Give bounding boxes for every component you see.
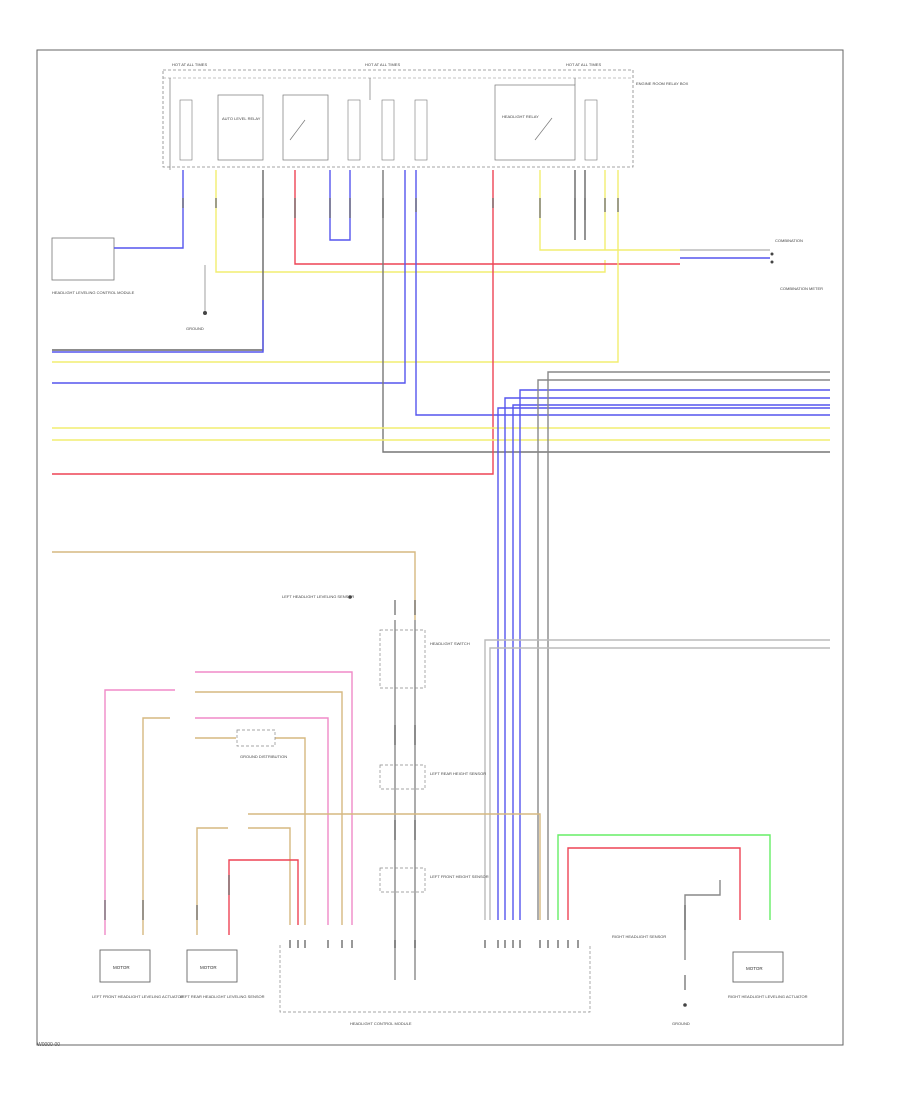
fuse-label-3: HOT AT ALL TIMES bbox=[566, 62, 601, 67]
rs-label: RIGHT HEADLIGHT SENSOR bbox=[612, 934, 666, 939]
center-components: HEADLIGHT SWITCH LEFT REAR HEIGHT SENSOR… bbox=[236, 594, 489, 893]
br-label: RIGHT HEADLIGHT LEVELING ACTUATOR bbox=[728, 994, 808, 999]
footer-code: W0000-00 bbox=[37, 1042, 61, 1048]
relay-box: HOT AT ALL TIMES HOT AT ALL TIMES HOT AT… bbox=[162, 62, 689, 170]
left-ground-label: GROUND bbox=[186, 326, 204, 331]
switch-top-label: HEADLIGHT SWITCH bbox=[430, 641, 470, 646]
motor-left: MOTOR LEFT FRONT HEADLIGHT LEVELING ACTU… bbox=[92, 949, 184, 999]
motor-right: MOTOR RIGHT HEADLIGHT LEVELING ACTUATOR bbox=[728, 951, 808, 999]
wires bbox=[52, 170, 830, 980]
relay-box-label: ENGINE ROOM RELAY BOX bbox=[636, 81, 689, 86]
bottom-control-module: HEADLIGHT CONTROL MODULE bbox=[279, 940, 591, 1026]
right-sensor: RIGHT HEADLIGHT SENSOR GROUND bbox=[612, 934, 690, 1026]
right-module-label-top: COMBINATION bbox=[775, 238, 803, 243]
motor-3-label: MOTOR bbox=[746, 966, 763, 971]
fuse-label-1: HOT AT ALL TIMES bbox=[172, 62, 207, 67]
ground-dist-label: GROUND DISTRIBUTION bbox=[240, 754, 287, 759]
left-module-label: HEADLIGHT LEVELING CONTROL MODULE bbox=[52, 290, 135, 295]
left-module: HEADLIGHT LEVELING CONTROL MODULE GROUND bbox=[51, 237, 207, 331]
relay-a-label: AUTO LEVEL RELAY bbox=[222, 116, 261, 121]
connector-stubs bbox=[104, 198, 686, 990]
switch-low-label: LEFT FRONT HEIGHT SENSOR bbox=[430, 874, 489, 879]
right-module: COMBINATION COMBINATION METER bbox=[770, 238, 823, 291]
motor-mid: MOTOR LEFT REAR HEADLIGHT LEVELING SENSO… bbox=[180, 949, 265, 999]
motor-2-label: MOTOR bbox=[200, 965, 217, 970]
diagram-frame bbox=[36, 49, 844, 1046]
right-module-label: COMBINATION METER bbox=[780, 286, 823, 291]
switch-mid-label: LEFT REAR HEIGHT SENSOR bbox=[430, 771, 486, 776]
ground-br-label: GROUND bbox=[672, 1021, 690, 1026]
bottom-ctrl-label: HEADLIGHT CONTROL MODULE bbox=[350, 1021, 412, 1026]
fuse-label-2: HOT AT ALL TIMES bbox=[365, 62, 400, 67]
motor-1-label: MOTOR bbox=[113, 965, 130, 970]
bl-label: LEFT FRONT HEADLIGHT LEVELING ACTUATOR bbox=[92, 994, 184, 999]
bm-label: LEFT REAR HEADLIGHT LEVELING SENSOR bbox=[180, 994, 265, 999]
lh-sensor-label: LEFT HEADLIGHT LEVELING SENSOR bbox=[282, 594, 354, 599]
relay-b-label: HEADLIGHT RELAY bbox=[502, 114, 539, 119]
